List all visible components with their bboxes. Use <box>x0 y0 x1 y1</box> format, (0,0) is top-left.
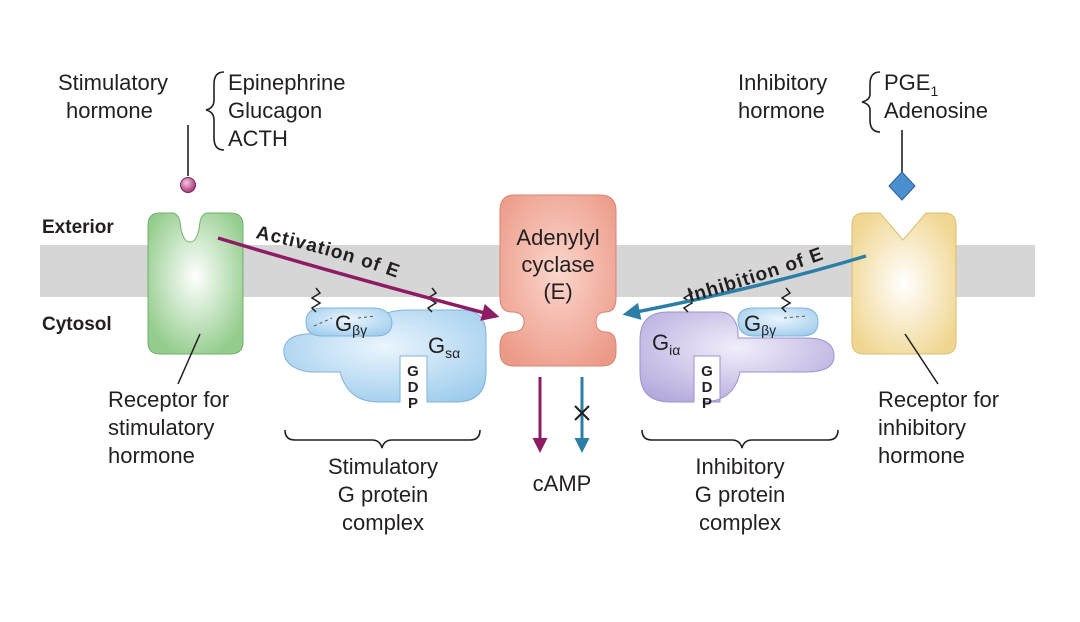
stimulatory-g-protein: Gβγ Gsα G D P <box>283 287 487 412</box>
stimulatory-hormone-line1: Stimulatory <box>58 70 168 95</box>
inhib-complex-line2: G protein <box>695 482 786 507</box>
inhib-complex-bracket <box>641 429 839 449</box>
stim-receptor-line1: Receptor for <box>108 387 229 412</box>
stim-receptor-line2: stimulatory <box>108 415 214 440</box>
cytosol-label: Cytosol <box>42 314 112 335</box>
g-i-alpha-label: Giα <box>652 330 680 358</box>
inhibitory-example-1: PGE1 <box>884 70 938 99</box>
inhibitory-example-2: Adenosine <box>884 98 988 123</box>
activation-arrow <box>217 236 500 321</box>
g-i-beta-gamma-subunit <box>737 307 819 337</box>
inhibition-arrow <box>622 254 867 320</box>
inhib-complex-line3: complex <box>699 510 781 535</box>
inhibitory-hormone-group: Inhibitory hormone PGE1 Adenosine <box>738 70 988 201</box>
inhib-receptor-line1: Receptor for <box>878 387 999 412</box>
inhibitory-g-protein: Giα Gβγ G D P <box>639 287 835 412</box>
stim-gdp-d: D <box>408 379 419 396</box>
g-s-alpha-subunit <box>283 309 487 403</box>
adenylyl-cyclase <box>499 194 617 367</box>
stim-gdp-g: G <box>407 363 419 380</box>
stimulatory-hormone-line2: hormone <box>66 98 153 123</box>
stimulatory-hormone-group: Stimulatory hormone Epinephrine Glucagon… <box>58 70 345 193</box>
exterior-label: Exterior <box>42 217 114 238</box>
inhib-receptor-line2: inhibitory <box>878 415 966 440</box>
stim-complex-line3: complex <box>342 510 424 535</box>
g-i-alpha-subunit <box>639 311 835 403</box>
inhibitory-ligand-icon <box>888 171 916 201</box>
stim-receptor-line3: hormone <box>108 443 195 468</box>
camp-label: cAMP <box>533 471 592 496</box>
stimulatory-ligand-icon <box>180 177 196 193</box>
stimulatory-example-1: Epinephrine <box>228 70 345 95</box>
g-beta-gamma-subunit <box>305 307 393 337</box>
stimulatory-receptor <box>147 212 244 355</box>
stim-complex-line2: G protein <box>338 482 429 507</box>
inhibitory-hormone-line1: Inhibitory <box>738 70 827 95</box>
inhib-gdp-p: P <box>702 395 712 412</box>
inhibitory-hormone-line2: hormone <box>738 98 825 123</box>
stimulatory-example-3: ACTH <box>228 126 288 151</box>
stimulatory-brace <box>205 71 225 151</box>
g-i-beta-gamma-label: Gβγ <box>744 311 776 338</box>
blocked-x-icon <box>574 405 590 421</box>
stim-complex-bracket <box>284 429 481 449</box>
stimulatory-example-2: Glucagon <box>228 98 322 123</box>
adenylyl-cyclase-line2: cyclase <box>521 252 594 277</box>
inhib-receptor-line3: hormone <box>878 443 965 468</box>
adenylyl-cyclase-line1: Adenylyl <box>516 225 599 250</box>
g-i-beta-gamma-dash <box>783 315 807 319</box>
inhib-receptor-leader <box>904 333 939 385</box>
g-s-alpha-label: Gsα <box>428 333 460 361</box>
adenylyl-cyclase-line3: (E) <box>543 279 572 304</box>
inhib-gdp-d: D <box>702 379 713 396</box>
stim-receptor-leader <box>177 333 201 385</box>
inhibitory-brace <box>861 71 881 133</box>
g-beta-gamma-label: Gβγ <box>335 311 367 338</box>
inhib-gdp-g: G <box>701 363 713 380</box>
inhib-complex-line1: Inhibitory <box>695 454 784 479</box>
inhibitory-receptor <box>851 212 957 355</box>
inhib-lipid-anchor-2 <box>780 287 792 313</box>
stim-lipid-anchor-1 <box>310 287 322 313</box>
stim-gdp-p: P <box>408 395 418 412</box>
stim-complex-line1: Stimulatory <box>328 454 438 479</box>
